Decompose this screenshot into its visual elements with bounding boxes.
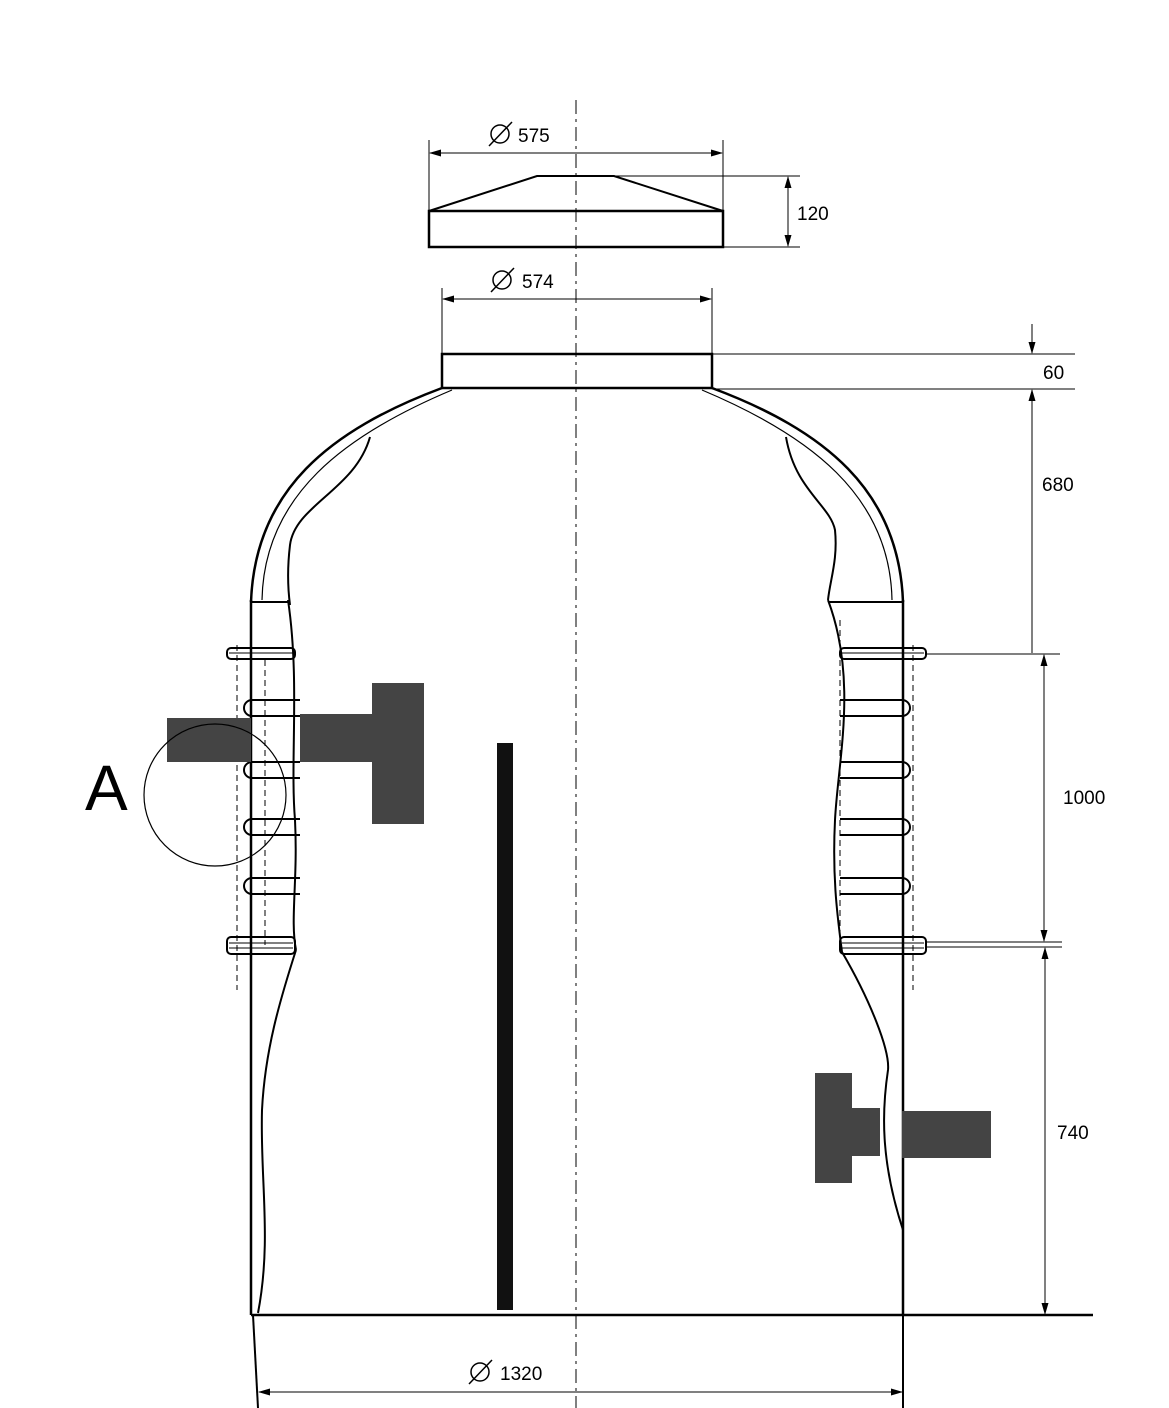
- neck-height-label: 60: [1043, 363, 1064, 384]
- base-diameter-label: 1320: [500, 1364, 542, 1385]
- neck-diameter-dimension: [441, 267, 713, 354]
- lower-section-height-label: 740: [1057, 1123, 1089, 1144]
- upper-flange: [226, 647, 927, 660]
- dome: [249, 386, 905, 606]
- vertical-dimensions: [712, 324, 1075, 1315]
- base-diameter-dimension: [258, 1359, 903, 1396]
- ribbed-section: [236, 599, 914, 990]
- ribs-right: [840, 699, 911, 895]
- detail-a-circle: [143, 723, 287, 867]
- inlet-pipe: [167, 683, 424, 824]
- neck: [440, 352, 714, 390]
- lower-body: [249, 949, 905, 1315]
- cover-diameter-dimension: [428, 121, 724, 211]
- diameter-symbol: [468, 1359, 493, 1385]
- diameter-symbol: [488, 121, 513, 147]
- ribbed-section-height-label: 1000: [1063, 788, 1105, 809]
- cover-height-label: 120: [797, 204, 829, 225]
- cover-height-dimension: [614, 175, 800, 248]
- dome-height-label: 680: [1042, 475, 1074, 496]
- neck-diameter-label: 574: [522, 272, 554, 293]
- lower-flange: [226, 936, 927, 955]
- base: [251, 1313, 1093, 1408]
- riser-pipe: [497, 743, 513, 1310]
- cover: [427, 175, 725, 249]
- ribs-left: [243, 699, 300, 895]
- cover-diameter-label: 575: [518, 126, 550, 147]
- detail-a-label: A: [85, 752, 128, 824]
- outlet-pipe: [815, 1073, 991, 1183]
- diameter-symbol: [490, 267, 515, 293]
